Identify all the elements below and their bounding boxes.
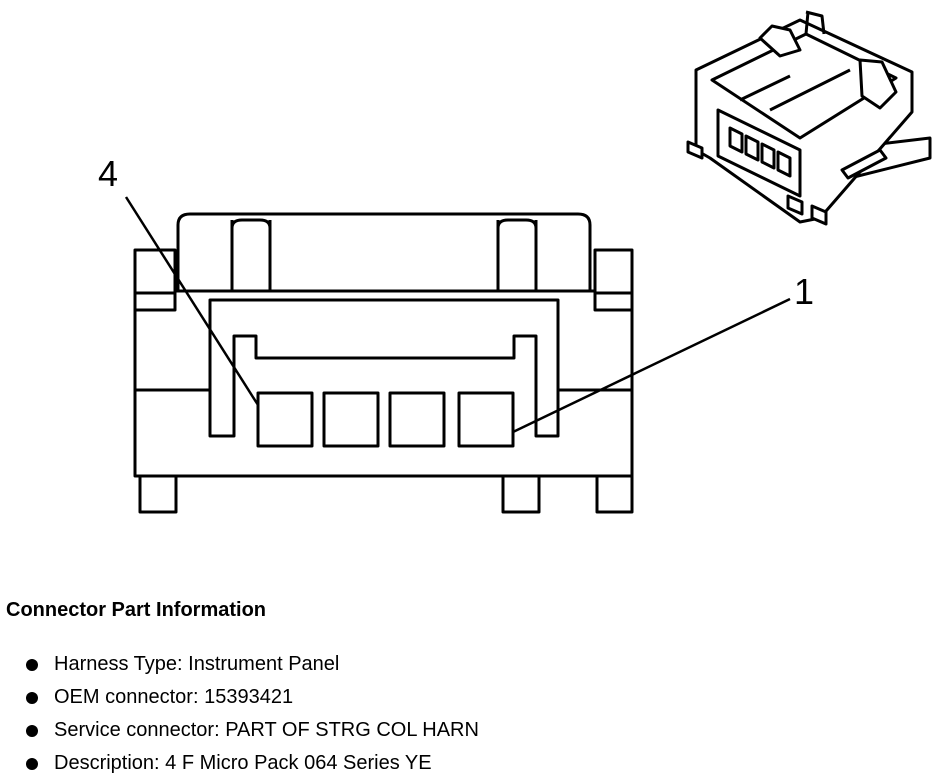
leader-lines — [124, 196, 791, 434]
list-item-description: Description: 4 F Micro Pack 064 Series Y… — [6, 747, 936, 780]
list-item-harness-type: Harness Type: Instrument Panel — [6, 648, 936, 681]
item-value: PART OF STRG COL HARN — [225, 719, 479, 741]
bullet-icon — [26, 692, 38, 704]
connector-foot-right — [595, 474, 634, 514]
connector-foot-left — [138, 474, 178, 514]
item-key: Harness Type — [54, 653, 178, 675]
bullet-icon — [26, 725, 38, 737]
pin-cavity-2 — [388, 391, 446, 448]
bullet-icon — [26, 659, 38, 671]
connector-foot-center — [501, 474, 541, 514]
section-title: Connector Part Information — [6, 599, 267, 621]
leader-line-pin-4 — [124, 196, 260, 406]
connector-isometric-view — [686, 10, 932, 226]
leader-line-pin-1 — [512, 297, 791, 434]
pin-label-1: 1 — [794, 271, 814, 312]
bullet-icon — [26, 758, 38, 770]
list-item-oem-connector: OEM connector: 15393421 — [6, 681, 936, 714]
pin-label-4: 4 — [98, 153, 118, 194]
item-key: OEM connector — [54, 686, 193, 708]
item-value: 4 F Micro Pack 064 Series YE — [165, 752, 432, 774]
connector-latch — [176, 212, 592, 293]
pin-cavity-1 — [457, 391, 515, 448]
connector-info-list: Harness Type: Instrument Panel OEM conne… — [6, 648, 936, 780]
connector-part-information: Connector Part Information Harness Type:… — [6, 598, 936, 780]
pin-cavity-3 — [322, 391, 380, 448]
connector-front-view — [133, 212, 634, 514]
pin-cavity-4 — [256, 391, 314, 448]
connector-cavity-frame — [208, 298, 560, 438]
list-item-service-connector: Service connector: PART OF STRG COL HARN — [6, 714, 936, 747]
item-value: 15393421 — [204, 686, 294, 708]
connector-diagram: 4 1 — [98, 10, 932, 514]
item-key: Description — [54, 752, 155, 774]
item-value: Instrument Panel — [188, 653, 340, 675]
item-key: Service connector — [54, 719, 215, 741]
